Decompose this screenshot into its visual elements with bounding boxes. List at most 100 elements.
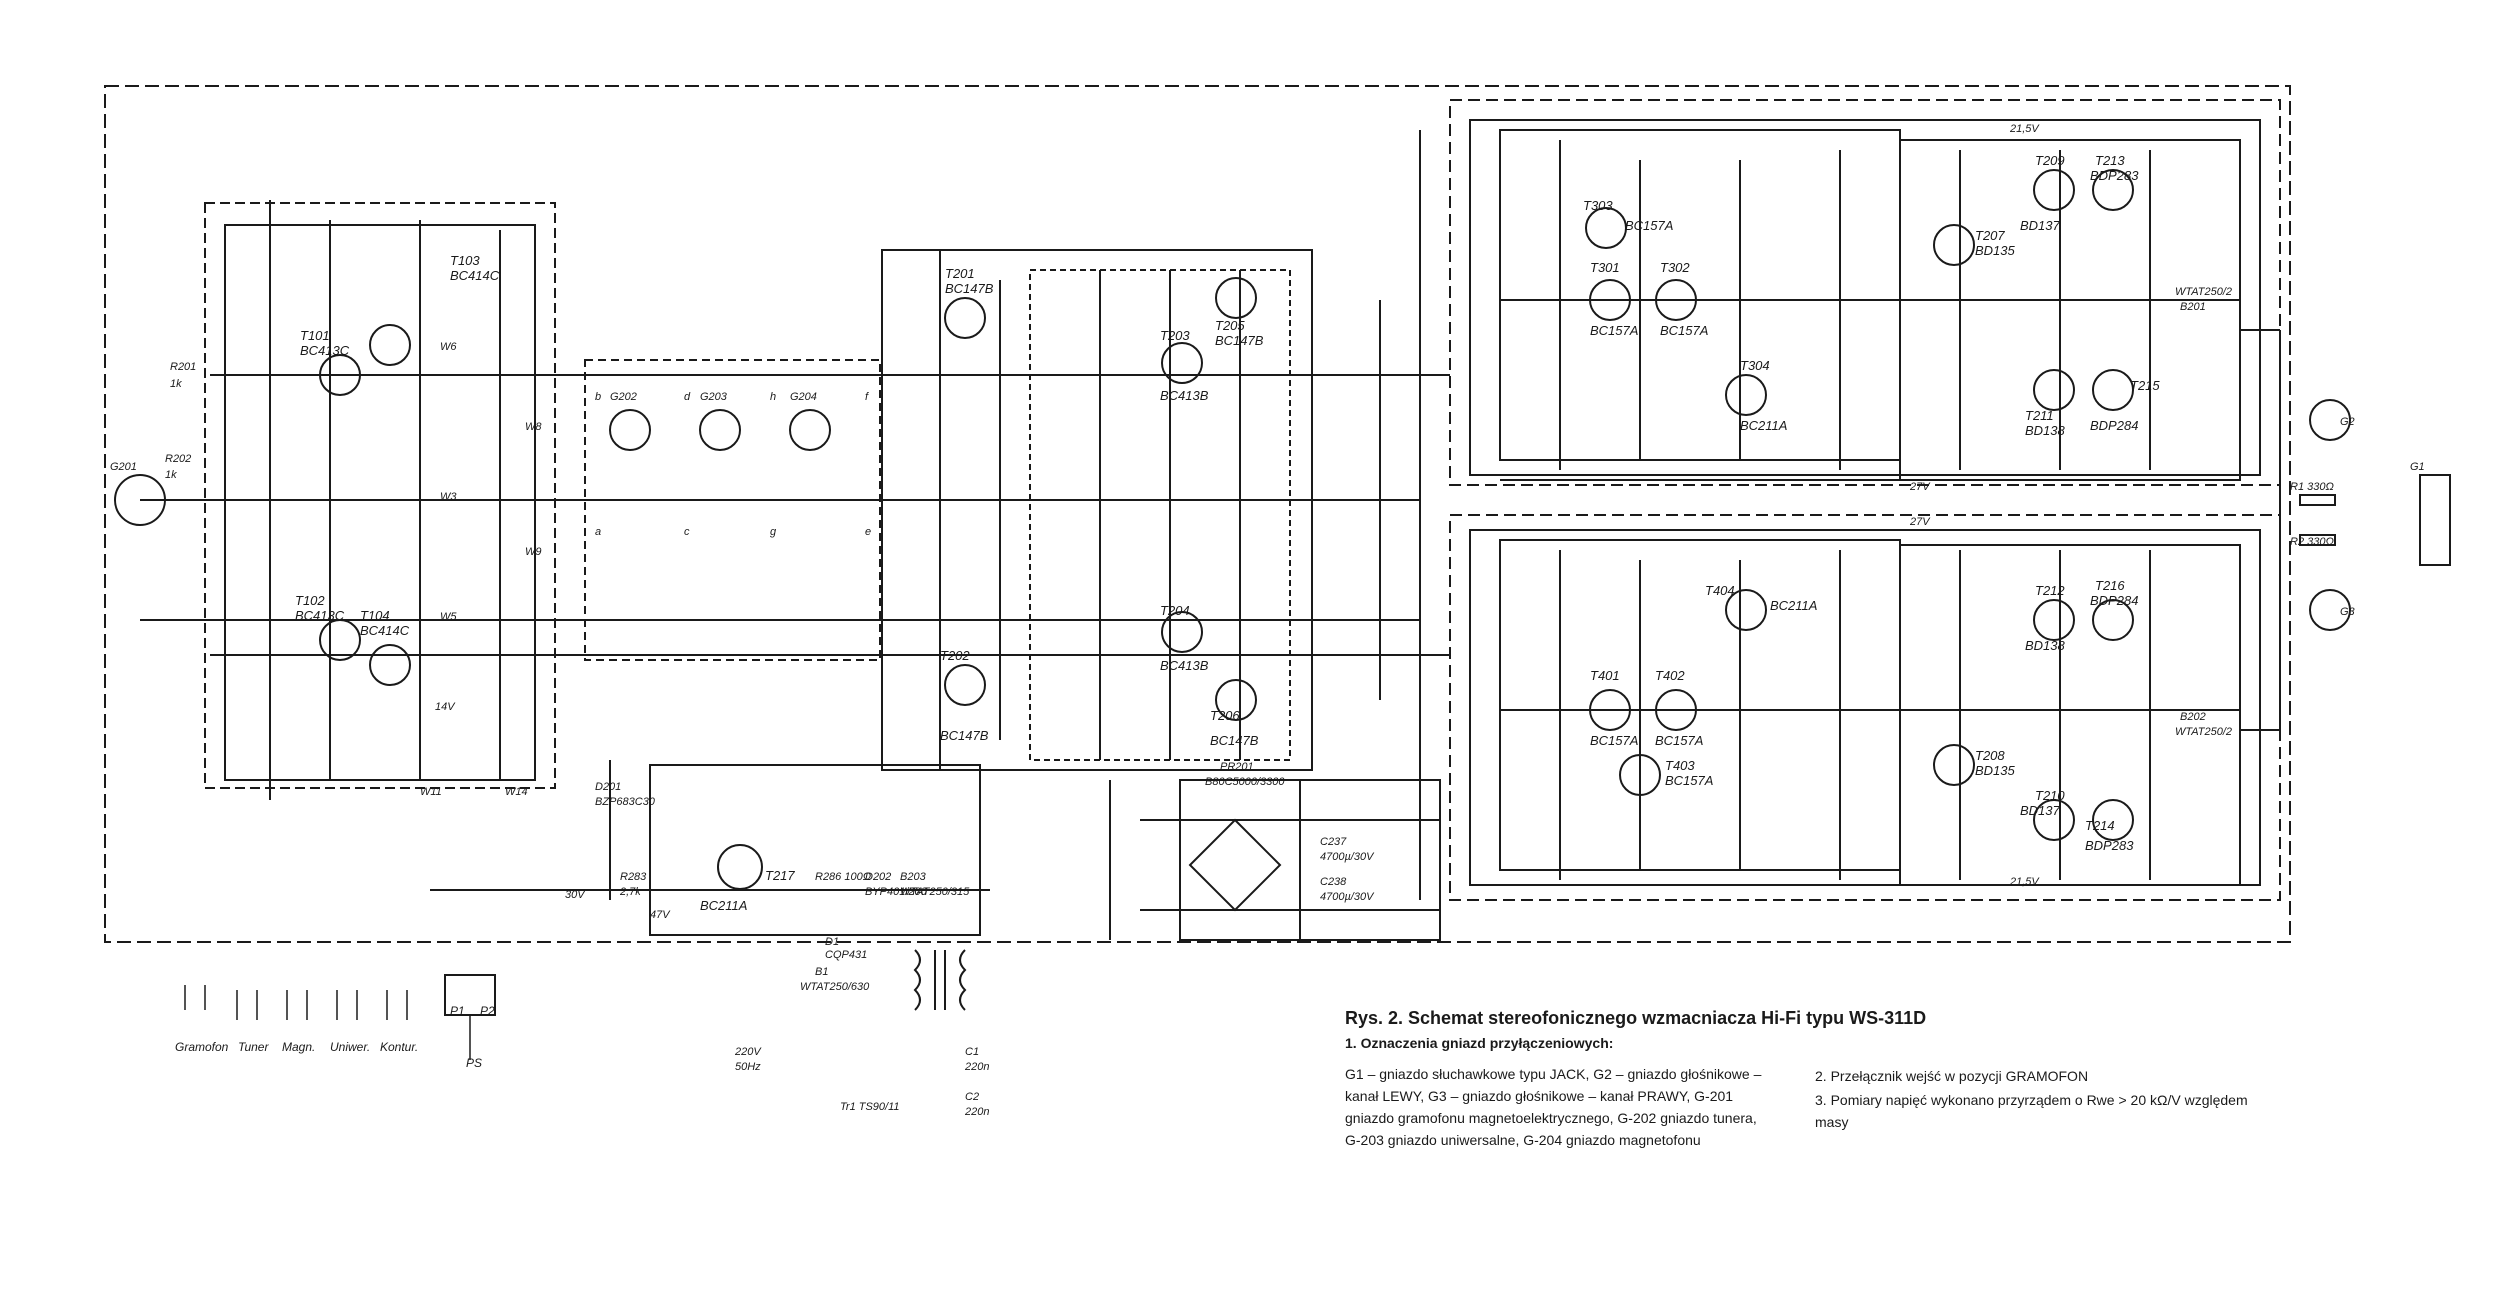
transistor-t205	[1215, 277, 1257, 319]
svg-text:BC147B: BC147B	[1215, 333, 1264, 348]
legend-magn: Magn.	[282, 1040, 316, 1054]
tone-frame	[881, 249, 1313, 771]
svg-text:T402: T402	[1655, 668, 1685, 683]
svg-text:G202: G202	[610, 391, 637, 403]
svg-text:G1: G1	[2410, 461, 2425, 473]
svg-text:21,5V: 21,5V	[2009, 876, 2040, 888]
svg-text:T103: T103	[450, 253, 480, 268]
socket-g1-icon	[2419, 474, 2451, 566]
caption-note-2: 2. Przełącznik wejść w pozycji GRAMOFON	[1815, 1068, 2089, 1084]
transistor-t216	[2092, 599, 2134, 641]
svg-text:BD137: BD137	[2020, 803, 2061, 818]
svg-text:C237: C237	[1320, 836, 1347, 848]
transistor-t101	[319, 354, 361, 396]
transistor-t208	[1933, 744, 1975, 786]
right-poweramp-frame	[1449, 514, 2281, 901]
socket-g3-icon	[2309, 589, 2351, 631]
svg-text:4700µ/30V: 4700µ/30V	[1320, 891, 1375, 903]
transistor-t203	[1161, 342, 1203, 384]
caption-title: Rys. 2. Schemat stereofonicznego wzmacni…	[1345, 1008, 1927, 1028]
svg-text:R1 330Ω: R1 330Ω	[2290, 481, 2334, 493]
svg-text:T205: T205	[1215, 318, 1245, 333]
svg-text:T209: T209	[2035, 153, 2065, 168]
svg-text:B201: B201	[2180, 301, 2206, 313]
caption-subtitle: 1. Oznaczenia gniazd przyłączeniowych:	[1345, 1035, 1614, 1051]
transistor-t213	[2092, 169, 2134, 211]
svg-text:T201: T201	[945, 266, 975, 281]
svg-text:T101: T101	[300, 328, 330, 343]
svg-text:G2: G2	[2340, 416, 2355, 428]
svg-text:BD135: BD135	[1975, 763, 2016, 778]
svg-text:G203: G203	[700, 391, 728, 403]
svg-text:T206: T206	[1210, 708, 1240, 723]
transistor-t102	[319, 619, 361, 661]
svg-text:WTAT250/2: WTAT250/2	[2175, 286, 2232, 298]
svg-text:BC157A: BC157A	[1590, 323, 1638, 338]
svg-text:f: f	[865, 391, 869, 403]
figure-caption: Rys. 2. Schemat stereofonicznego wzmacni…	[1345, 1008, 2385, 1151]
legend-ps: PS	[466, 1056, 483, 1070]
svg-text:T401: T401	[1590, 668, 1620, 683]
transistor-symbols	[114, 169, 2451, 1016]
transistor-t404	[1725, 589, 1767, 631]
svg-text:b: b	[595, 391, 601, 403]
svg-text:47V: 47V	[650, 909, 671, 921]
svg-text:2,7k: 2,7k	[619, 886, 641, 898]
svg-text:T211: T211	[2025, 408, 2054, 423]
svg-text:220n: 220n	[964, 1061, 989, 1073]
svg-text:T104: T104	[360, 608, 390, 623]
legend-uniwer: Uniwer.	[330, 1040, 371, 1054]
svg-text:W8: W8	[525, 421, 542, 433]
legend-p2: P2	[480, 1004, 495, 1018]
svg-text:BZP683C30: BZP683C30	[595, 796, 656, 808]
svg-text:BC413C: BC413C	[300, 343, 350, 358]
transistor-t210	[2033, 799, 2075, 841]
svg-text:BDP283: BDP283	[2090, 168, 2139, 183]
legend-p1: P1	[450, 1004, 465, 1018]
transformer-icon	[913, 949, 967, 1011]
socket-g201-icon	[114, 474, 166, 526]
svg-text:T202: T202	[940, 648, 970, 663]
svg-text:BC147B: BC147B	[940, 728, 989, 743]
svg-text:W3: W3	[440, 491, 457, 503]
svg-text:T301: T301	[1590, 260, 1620, 275]
transistor-t204	[1161, 611, 1203, 653]
svg-text:T404: T404	[1705, 583, 1735, 598]
svg-text:T203: T203	[1160, 328, 1190, 343]
svg-text:BDP284: BDP284	[2090, 593, 2138, 608]
svg-text:T302: T302	[1660, 260, 1690, 275]
svg-text:d: d	[684, 391, 691, 403]
svg-text:Tr1 TS90/11: Tr1 TS90/11	[840, 1101, 900, 1113]
svg-text:W6: W6	[440, 341, 457, 353]
svg-text:T403: T403	[1665, 758, 1695, 773]
transistor-t303	[1585, 207, 1627, 249]
legend-tuner: Tuner	[238, 1040, 269, 1054]
svg-text:BC211A: BC211A	[1740, 418, 1787, 433]
bridge-rectifier-icon	[1188, 818, 1282, 912]
svg-text:T213: T213	[2095, 153, 2125, 168]
svg-text:D1: D1	[825, 936, 839, 948]
svg-text:R201: R201	[170, 361, 196, 373]
svg-text:27V: 27V	[1909, 481, 1931, 493]
svg-text:30V: 30V	[565, 889, 586, 901]
transistor-t201	[944, 297, 986, 339]
svg-text:T210: T210	[2035, 788, 2065, 803]
transistor-t103	[369, 324, 411, 366]
svg-text:D202: D202	[865, 871, 891, 883]
svg-text:c: c	[684, 526, 690, 538]
svg-text:BD138: BD138	[2025, 423, 2066, 438]
svg-text:BC414C: BC414C	[360, 623, 410, 638]
svg-text:G3: G3	[2340, 606, 2356, 618]
svg-text:BC157A: BC157A	[1665, 773, 1713, 788]
svg-text:T215: T215	[2130, 378, 2160, 393]
svg-text:G204: G204	[790, 391, 817, 403]
svg-text:C238: C238	[1320, 876, 1347, 888]
transistor-t401	[1589, 689, 1631, 731]
socket-g204-icon	[789, 409, 831, 451]
svg-text:T207: T207	[1975, 228, 2005, 243]
svg-text:BDP284: BDP284	[2090, 418, 2138, 433]
switch-legend-contacts	[184, 985, 471, 1060]
transistor-t402	[1655, 689, 1697, 731]
svg-text:h: h	[770, 391, 776, 403]
